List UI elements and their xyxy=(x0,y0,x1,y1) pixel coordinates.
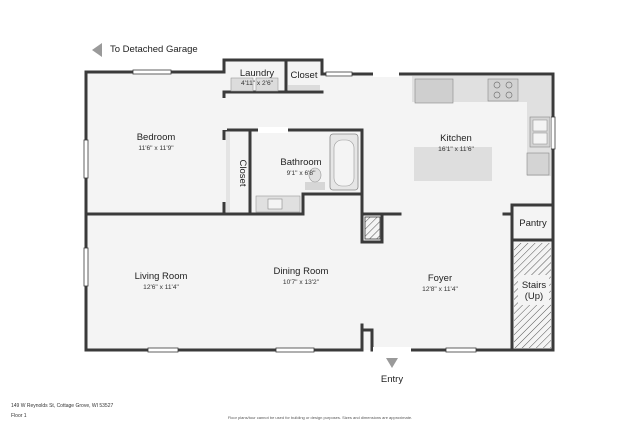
kitchen-dim: 16'1" x 11'6" xyxy=(438,146,474,153)
bedroom-name: Bedroom xyxy=(137,132,176,143)
bedroom-dim: 11'6" x 11'9" xyxy=(138,145,174,152)
laundry-dim: 4'11" x 2'6" xyxy=(241,80,274,87)
footer-floor: Floor 1 xyxy=(11,413,27,419)
dining-room-name: Dining Room xyxy=(274,266,329,277)
kitchen-island xyxy=(414,147,492,181)
fixtures xyxy=(226,76,551,348)
dishwasher-icon xyxy=(526,152,550,176)
living-room-dim: 12'6" x 11'4" xyxy=(143,284,179,291)
stairs-name: Stairs xyxy=(522,280,547,291)
stove-icon xyxy=(487,78,519,102)
stairs-direction: (Up) xyxy=(525,291,543,302)
entry-arrow-icon xyxy=(386,358,398,368)
footer-address: 149 W Reynolds St, Cottage Grove, WI 535… xyxy=(11,403,113,409)
closet-top-name: Closet xyxy=(291,70,318,81)
kitchen-name: Kitchen xyxy=(440,133,472,144)
entry-label: Entry xyxy=(381,374,403,385)
floor-area xyxy=(86,60,553,350)
windows xyxy=(83,69,556,353)
dining-room-dim: 10'7" x 13'2" xyxy=(283,279,320,286)
foyer-name: Foyer xyxy=(428,273,452,284)
bathroom-name: Bathroom xyxy=(280,157,321,168)
living-room-name: Living Room xyxy=(135,271,188,282)
pantry-name: Pantry xyxy=(519,218,547,229)
bathroom-dim: 9'1" x 6'8" xyxy=(287,170,316,177)
garage-link-label: To Detached Garage xyxy=(110,44,198,55)
dryer-icon xyxy=(255,77,279,92)
washer-icon xyxy=(230,77,254,92)
foyer-dim: 12'8" x 11'4" xyxy=(422,286,458,293)
footer-disclaimer: Floor plans/tour cannot be used for buil… xyxy=(228,415,412,420)
closet-side-name: Closet xyxy=(237,160,248,187)
refrigerator-icon xyxy=(414,78,454,104)
toilet-icon xyxy=(305,182,325,190)
arrow-left-icon xyxy=(92,43,102,57)
laundry-name: Laundry xyxy=(240,68,275,79)
